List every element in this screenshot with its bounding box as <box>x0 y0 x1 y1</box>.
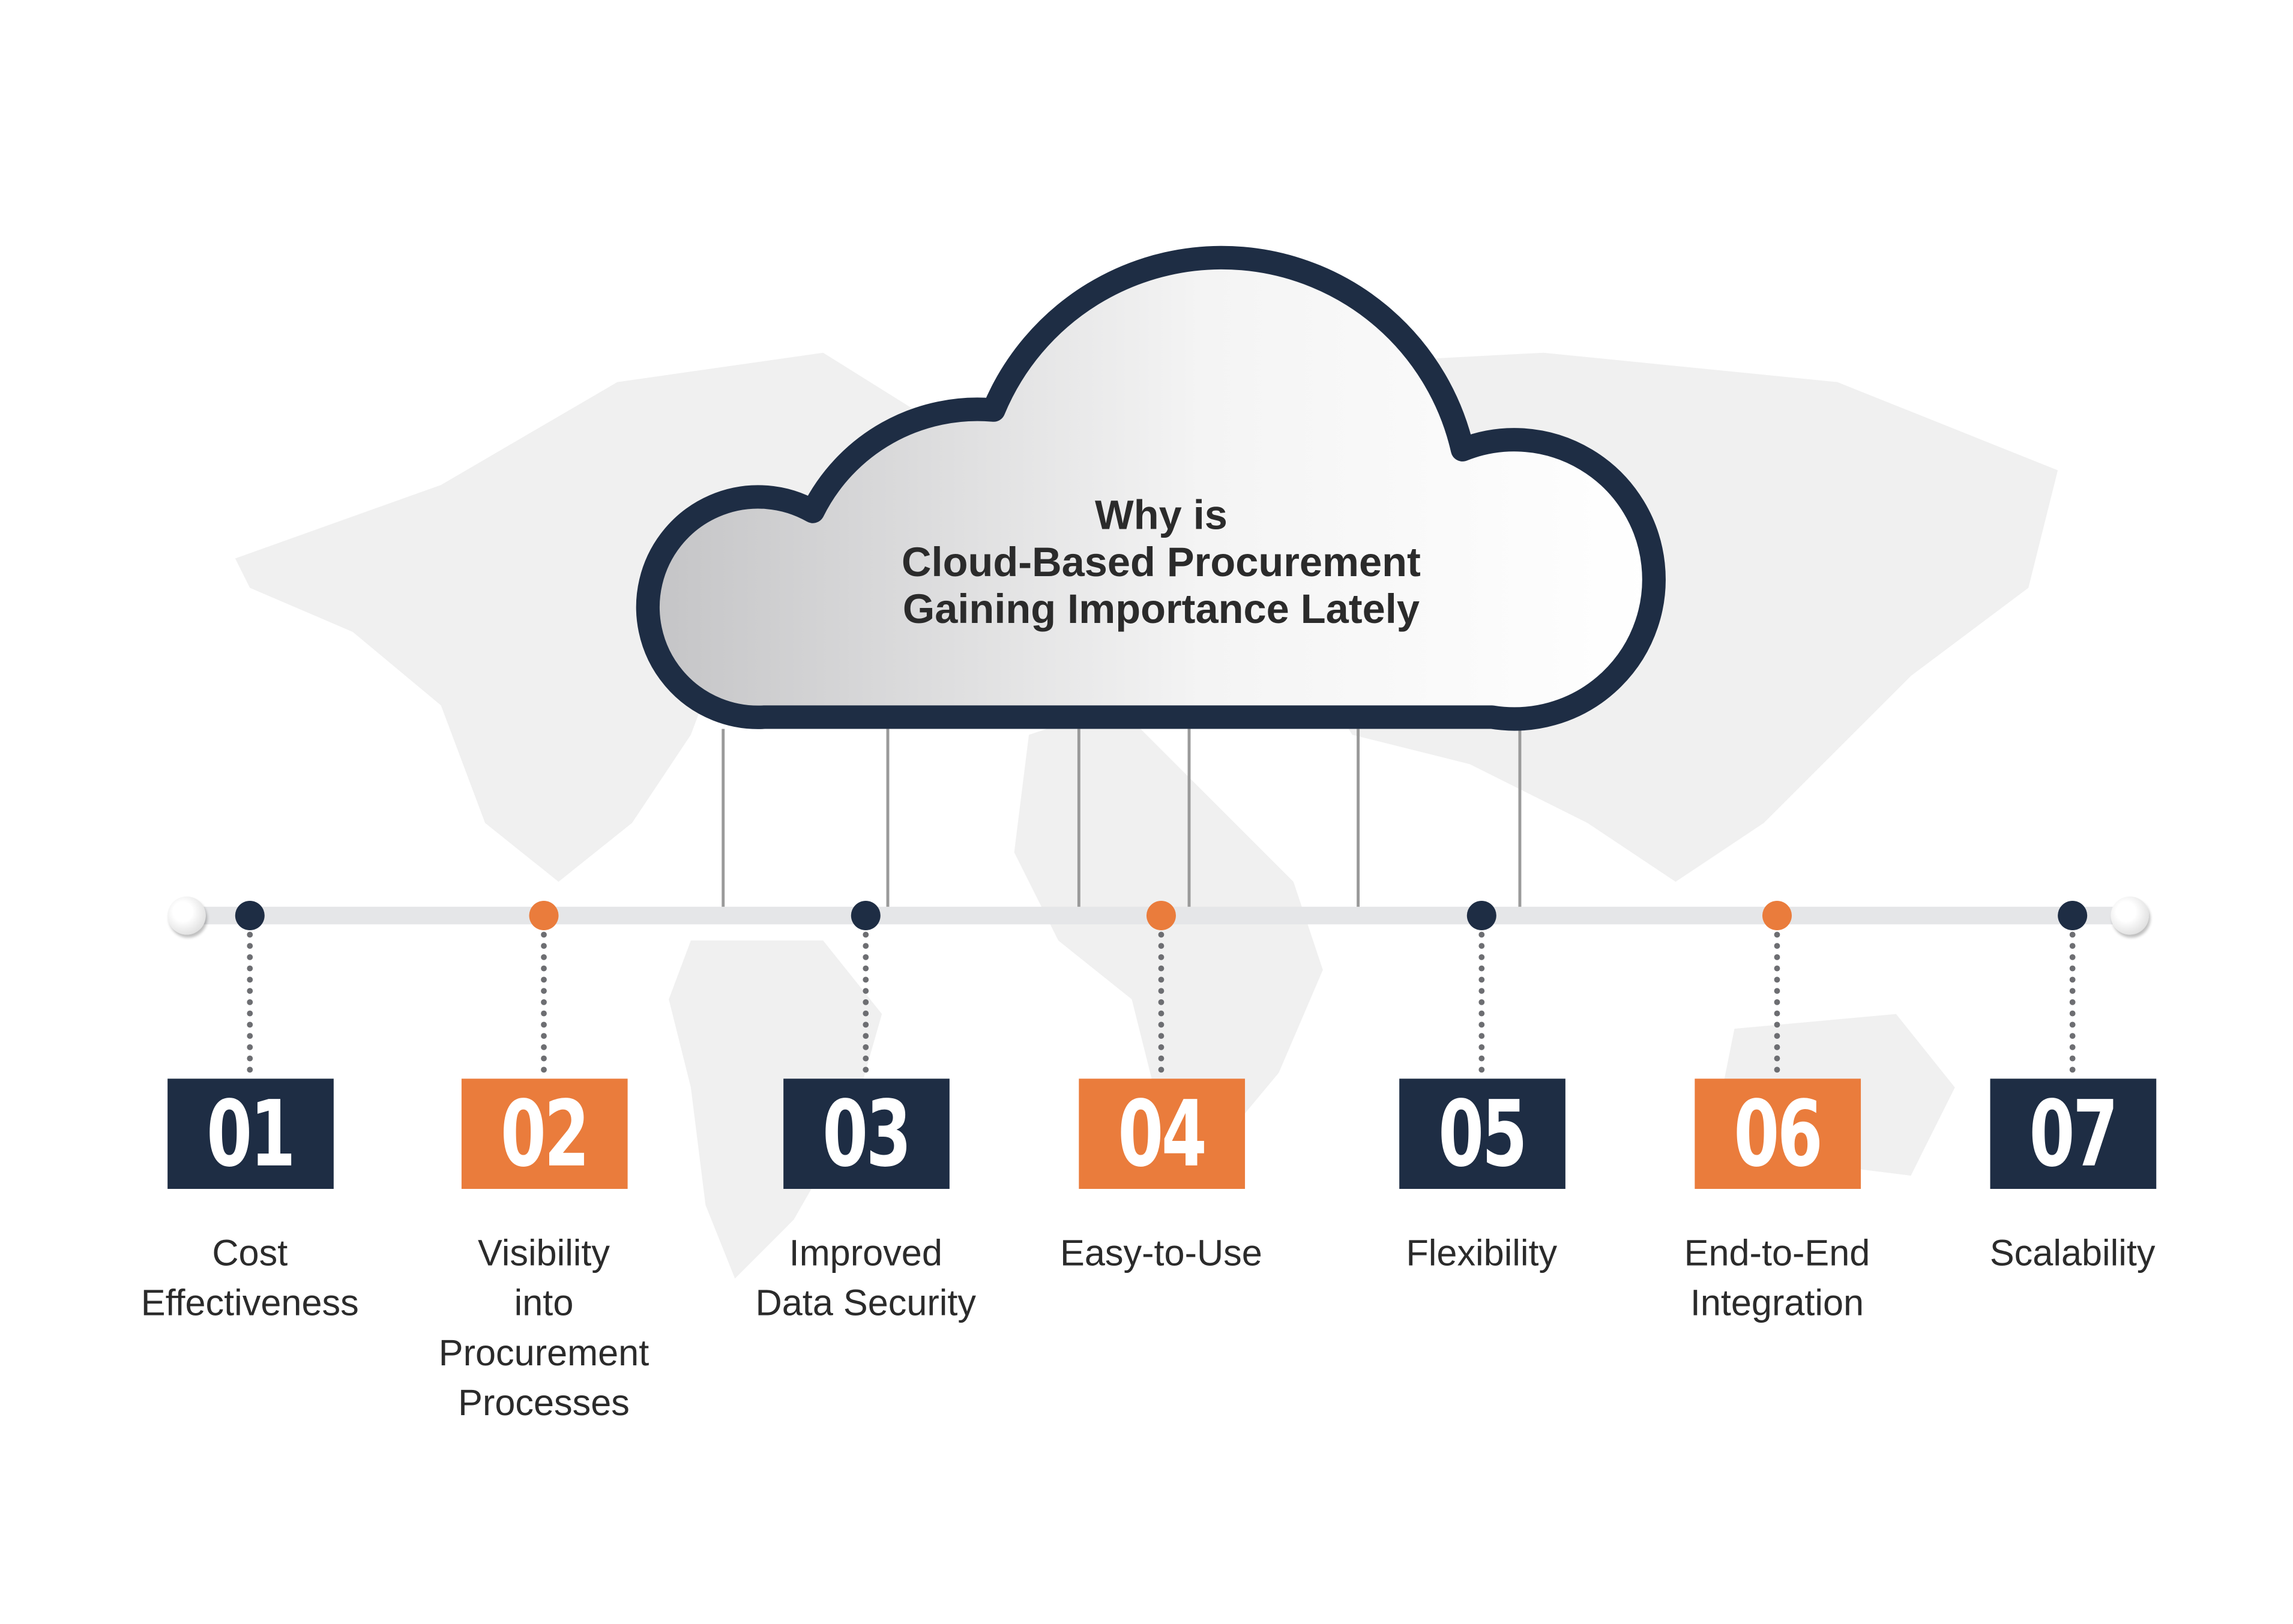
dotted-connector <box>247 931 253 1073</box>
dotted-connector <box>1478 931 1485 1073</box>
label-line: Easy-to-Use <box>1060 1233 1262 1275</box>
number-box: 01 <box>167 1078 334 1189</box>
connector-line <box>1187 729 1191 909</box>
item-number: 03 <box>822 1080 912 1188</box>
number-box: 05 <box>1399 1078 1565 1189</box>
label-line: Visibility <box>478 1233 610 1275</box>
label-line: Integration <box>1690 1283 1864 1325</box>
timeline-marker <box>2058 901 2088 931</box>
label-line: Data Security <box>755 1283 977 1325</box>
timeline-marker <box>529 901 559 931</box>
number-box: 06 <box>1695 1078 1861 1189</box>
connector-line <box>886 729 890 909</box>
label-line: Flexibility <box>1406 1233 1558 1275</box>
item-label: Easy-to-Use <box>999 1229 1323 1278</box>
title-line: Why is <box>1094 492 1228 538</box>
number-box: 03 <box>783 1078 950 1189</box>
timeline-start-cap <box>167 896 206 935</box>
connector-line <box>1357 729 1360 909</box>
number-box: 04 <box>1079 1078 1246 1189</box>
number-box: 07 <box>1990 1078 2157 1189</box>
dotted-connector <box>1774 931 1780 1073</box>
timeline-marker <box>1146 901 1176 931</box>
timeline-marker <box>235 901 265 931</box>
item-label: Flexibility <box>1320 1229 1644 1278</box>
item-label: Scalability <box>1911 1229 2234 1278</box>
connector-line <box>722 729 725 909</box>
item-number: 06 <box>1734 1080 1824 1188</box>
connector-line <box>1077 729 1080 909</box>
label-line: into <box>514 1283 574 1325</box>
label-line: End-to-End <box>1684 1233 1870 1275</box>
item-number: 05 <box>1438 1080 1528 1188</box>
label-line: Scalability <box>1989 1233 2156 1275</box>
number-box: 02 <box>461 1078 628 1189</box>
timeline-marker <box>851 901 881 931</box>
timeline-marker <box>1466 901 1496 931</box>
title-line: Gaining Importance Lately <box>902 586 1420 632</box>
label-line: Cost <box>212 1233 288 1275</box>
cloud-title: Why is Cloud-Based Procurement Gaining I… <box>794 492 1528 633</box>
dotted-connector <box>1158 931 1165 1073</box>
item-number: 01 <box>206 1080 297 1188</box>
item-number: 07 <box>2029 1080 2119 1188</box>
title-line: Cloud-Based Procurement <box>902 539 1421 585</box>
item-number: 02 <box>501 1080 591 1188</box>
dotted-connector <box>863 931 869 1073</box>
label-line: Effectiveness <box>140 1283 359 1325</box>
dotted-connector <box>2069 931 2076 1073</box>
item-number: 04 <box>1118 1080 1208 1188</box>
dotted-connector <box>541 931 547 1073</box>
label-line: Processes <box>458 1383 630 1424</box>
label-line: Improved <box>789 1233 942 1275</box>
timeline-end-cap <box>2111 896 2149 935</box>
connector-line <box>1518 729 1522 909</box>
timeline-marker <box>1762 901 1792 931</box>
label-line: Procurement <box>438 1332 649 1374</box>
